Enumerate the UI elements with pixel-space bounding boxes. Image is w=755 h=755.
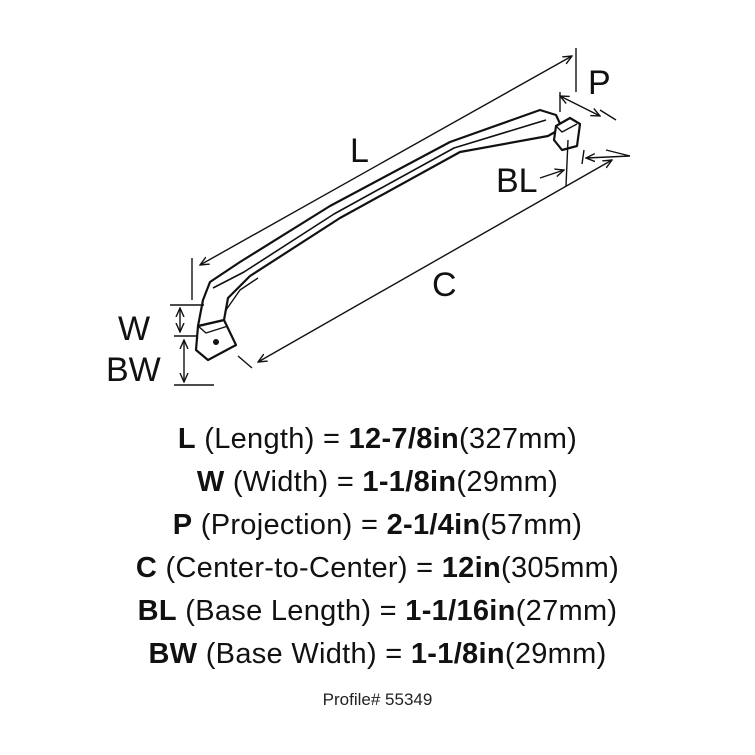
label-C: C bbox=[432, 266, 457, 304]
label-BW: BW bbox=[106, 351, 161, 389]
spec-width: W (Width) = 1-1/8in(29mm) bbox=[196, 466, 559, 498]
spec-value: 12in bbox=[441, 552, 501, 584]
spec-base-length: BL (Base Length) = 1-1/16in(27mm) bbox=[137, 595, 618, 627]
spec-name: (Base Width) bbox=[205, 638, 377, 670]
label-L: L bbox=[350, 132, 369, 170]
spec-name: (Length) bbox=[204, 423, 315, 455]
spec-metric: (57mm) bbox=[480, 509, 583, 541]
spec-metric: (29mm) bbox=[504, 638, 607, 670]
handle-dimension-diagram: L P BL C W BW bbox=[106, 48, 631, 389]
spec-value: 1-1/8in bbox=[410, 638, 505, 670]
spec-projection: P (Projection) = 2-1/4in(57mm) bbox=[172, 509, 583, 541]
spec-abbr: P bbox=[172, 509, 193, 541]
spec-abbr: BW bbox=[148, 638, 198, 670]
spec-value: 1-1/8in bbox=[362, 466, 457, 498]
spec-metric: (327mm) bbox=[459, 423, 578, 455]
spec-metric: (27mm) bbox=[515, 595, 618, 627]
spec-list: L (Length) = 12-7/8in(327mm) W (Width) =… bbox=[0, 418, 755, 676]
spec-metric: (29mm) bbox=[456, 466, 559, 498]
spec-length: L (Length) = 12-7/8in(327mm) bbox=[177, 423, 578, 455]
spec-value: 12-7/8in bbox=[348, 423, 460, 455]
label-P: P bbox=[588, 64, 611, 102]
label-W: W bbox=[118, 310, 150, 348]
spec-abbr: C bbox=[135, 552, 158, 584]
spec-name: (Center-to-Center) bbox=[165, 552, 408, 584]
spec-center-to-center: C (Center-to-Center) = 12in(305mm) bbox=[135, 552, 620, 584]
spec-name: (Projection) bbox=[200, 509, 353, 541]
spec-name: (Width) bbox=[232, 466, 329, 498]
spec-name: (Base Length) bbox=[185, 595, 372, 627]
spec-abbr: BL bbox=[137, 595, 177, 627]
spec-value: 2-1/4in bbox=[386, 509, 481, 541]
spec-abbr: W bbox=[196, 466, 225, 498]
spec-value: 1-1/16in bbox=[405, 595, 516, 627]
spec-base-width: BW (Base Width) = 1-1/8in(29mm) bbox=[148, 638, 607, 670]
spec-metric: (305mm) bbox=[500, 552, 620, 584]
dimension-lines bbox=[170, 48, 631, 386]
profile-number: Profile# 55349 bbox=[322, 690, 433, 709]
label-BL: BL bbox=[496, 162, 538, 200]
spec-abbr: L bbox=[177, 423, 196, 455]
